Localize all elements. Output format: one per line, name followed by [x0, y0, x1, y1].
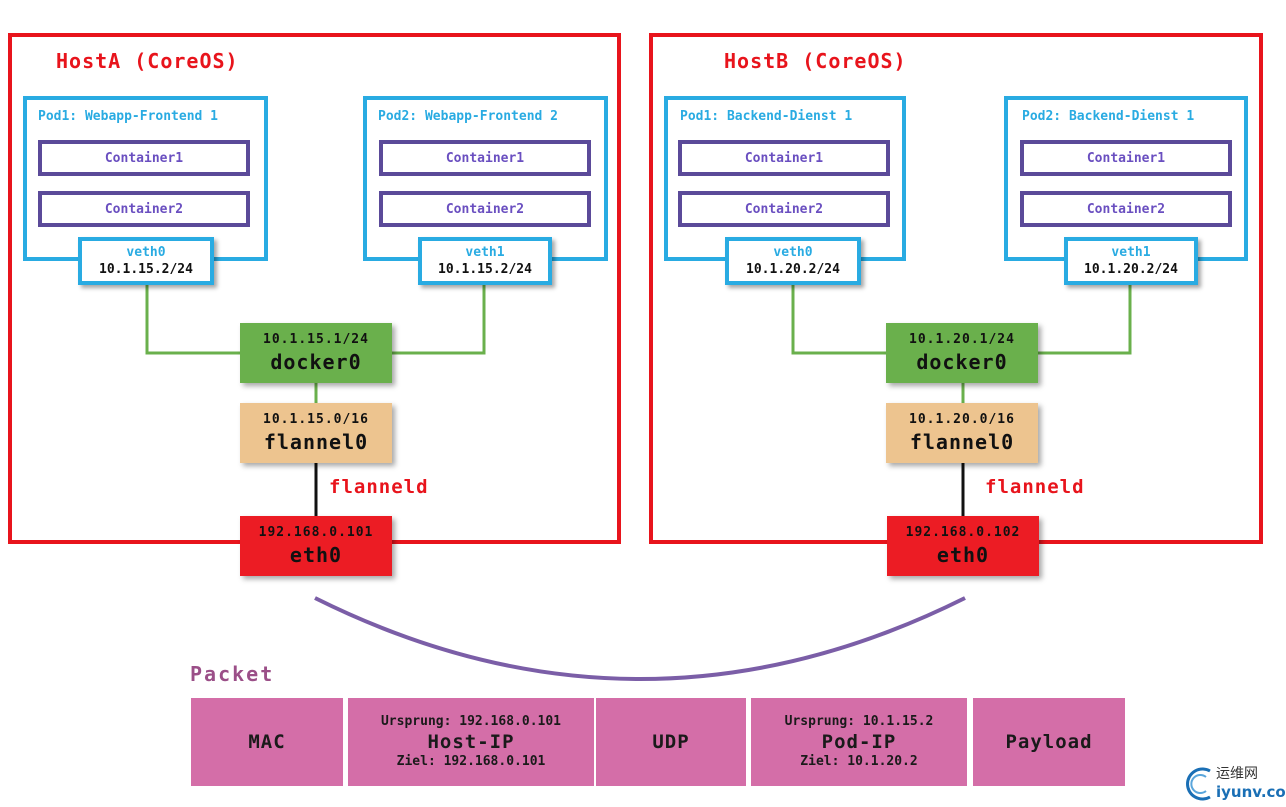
hostA-docker0-name: docker0: [270, 350, 362, 374]
hostA-pod1-container2: Container2: [38, 191, 250, 227]
hostB-pod1-container1: Container1: [678, 140, 890, 176]
hostB-pod1-container2: Container2: [678, 191, 890, 227]
packet-mac-label: MAC: [248, 731, 286, 753]
hostA-pod1-container1: Container1: [38, 140, 250, 176]
watermark-cn: 运维网: [1216, 766, 1258, 782]
hostB-flannel0-name: flannel0: [909, 430, 1015, 454]
hostA-veth1-docker-link: [391, 285, 486, 355]
packet-pod-ip: Ursprung: 10.1.15.2 Pod-IP Ziel: 10.1.20…: [751, 698, 967, 786]
cloud-logo-icon: [1186, 767, 1211, 801]
hostA-veth1: veth1 10.1.15.2/24: [418, 237, 552, 285]
hostB-veth0-name: veth0: [773, 245, 813, 260]
hostA-veth0: veth0 10.1.15.2/24: [78, 237, 214, 285]
watermark: 运维网 iyunv.com: [1180, 763, 1286, 803]
hostB-title: HostB (CoreOS): [724, 49, 907, 73]
hostB-veth1-ip: 10.1.20.2/24: [1084, 262, 1178, 277]
packet-label: Packet: [190, 662, 275, 686]
hostA-pod1-box: [23, 96, 268, 261]
hostB-eth0-name: eth0: [936, 543, 990, 567]
hostB-pod2-title: Pod2: Backend-Dienst 1: [1022, 109, 1195, 124]
hostA-pod2-container2: Container2: [379, 191, 591, 227]
hostB-flannel0-ip: 10.1.20.0/16: [909, 412, 1015, 427]
hostA-flannel0: 10.1.15.0/16 flannel0: [240, 403, 392, 463]
hostA-veth0-ip: 10.1.15.2/24: [99, 262, 193, 277]
hostB-veth0: veth0 10.1.20.2/24: [725, 237, 861, 285]
hostA-flanneld-label: flanneld: [329, 476, 429, 498]
hostA-docker0: 10.1.15.1/24 docker0: [240, 323, 392, 383]
hostA-eth0: 192.168.0.101 eth0: [240, 516, 392, 576]
hostA-pod2-container1: Container1: [379, 140, 591, 176]
hostB-veth0-ip: 10.1.20.2/24: [746, 262, 840, 277]
packet-pod-ip-source: Ursprung: 10.1.15.2: [784, 714, 934, 729]
hostB-eth0: 192.168.0.102 eth0: [887, 516, 1039, 576]
packet-host-ip-name: Host-IP: [427, 731, 515, 753]
hostA-eth0-ip: 192.168.0.101: [258, 525, 374, 540]
hostB-pod2-container2: Container2: [1020, 191, 1232, 227]
hostB-veth1-name: veth1: [1111, 245, 1151, 260]
tunnel-arc: [314, 596, 966, 681]
hostB-docker0-ip: 10.1.20.1/24: [909, 332, 1015, 347]
hostA-title: HostA (CoreOS): [56, 49, 239, 73]
hostA-pod2-title: Pod2: Webapp-Frontend 2: [378, 109, 559, 124]
packet-pod-ip-name: Pod-IP: [821, 731, 897, 753]
hostB-docker0: 10.1.20.1/24 docker0: [886, 323, 1038, 383]
packet-mac: MAC: [191, 698, 343, 786]
packet-udp-label: UDP: [652, 731, 690, 753]
hostB-veth0-docker-link: [791, 285, 888, 355]
packet-udp: UDP: [596, 698, 746, 786]
hostA-veth1-ip: 10.1.15.2/24: [438, 262, 532, 277]
hostA-docker0-ip: 10.1.15.1/24: [263, 332, 369, 347]
packet-payload: Payload: [973, 698, 1125, 786]
hostA-flannel0-name: flannel0: [263, 430, 369, 454]
hostA-pod1-title: Pod1: Webapp-Frontend 1: [38, 109, 219, 124]
hostB-veth1: veth1 10.1.20.2/24: [1064, 237, 1198, 285]
packet-host-ip-dest: Ziel: 192.168.0.101: [396, 754, 546, 769]
hostB-flannel0: 10.1.20.0/16 flannel0: [886, 403, 1038, 463]
hostB-pod1-title: Pod1: Backend-Dienst 1: [680, 109, 853, 124]
hostA-veth1-name: veth1: [465, 245, 505, 260]
hostB-eth0-ip: 192.168.0.102: [905, 525, 1021, 540]
hostB-flanneld-label: flanneld: [985, 476, 1085, 498]
packet-host-ip: Ursprung: 192.168.0.101 Host-IP Ziel: 19…: [348, 698, 594, 786]
packet-payload-label: Payload: [1005, 731, 1093, 753]
hostA-pod2-box: [363, 96, 608, 261]
hostB-docker0-name: docker0: [916, 350, 1008, 374]
hostA-veth0-name: veth0: [126, 245, 166, 260]
hostB-pod2-container1: Container1: [1020, 140, 1232, 176]
hostA-veth0-docker-link: [145, 285, 242, 355]
hostA-flannel0-ip: 10.1.15.0/16: [263, 412, 369, 427]
packet-host-ip-source: Ursprung: 192.168.0.101: [380, 714, 561, 729]
hostA-eth0-name: eth0: [289, 543, 343, 567]
packet-pod-ip-dest: Ziel: 10.1.20.2: [800, 754, 918, 769]
watermark-en: iyunv.com: [1216, 783, 1286, 801]
hostB-veth1-docker-link: [1037, 285, 1132, 355]
hostB-pod2-box: [1004, 96, 1248, 261]
